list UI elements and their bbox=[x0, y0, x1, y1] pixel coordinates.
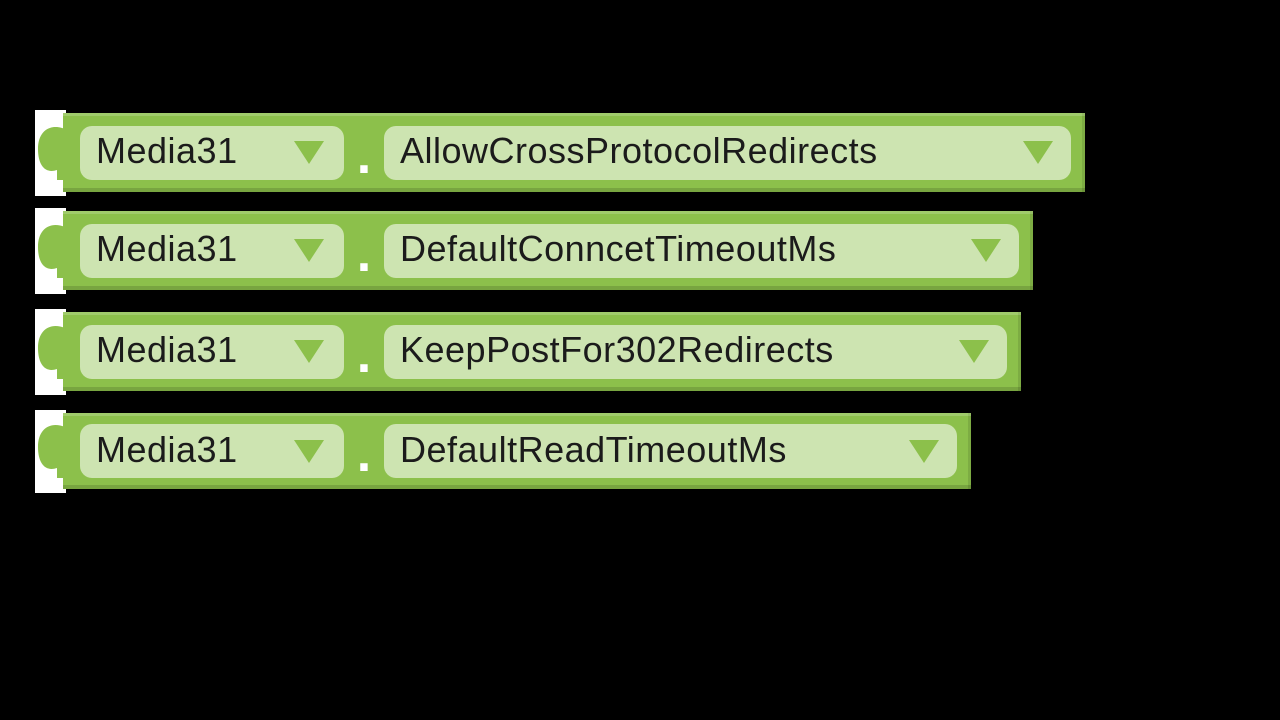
property-name: DefaultReadTimeoutMs bbox=[400, 428, 787, 470]
chevron-down-icon bbox=[294, 239, 324, 262]
component-name: Media31 bbox=[96, 329, 238, 370]
component-dropdown[interactable]: Media31 bbox=[80, 125, 344, 180]
property-getter-block[interactable]: Media31 . DefaultReadTimeoutMs bbox=[35, 410, 971, 493]
property-getter-block[interactable]: Media31 . KeepPostFor302Redirects bbox=[35, 309, 1021, 395]
dot-separator: . bbox=[356, 224, 372, 283]
separator-wrap: . bbox=[344, 312, 384, 391]
separator-wrap: . bbox=[344, 413, 384, 489]
chevron-down-icon bbox=[959, 340, 989, 363]
property-dropdown[interactable]: DefaultConncetTimeoutMs bbox=[384, 223, 1019, 278]
property-dropdown[interactable]: AllowCrossProtocolRedirects bbox=[384, 125, 1071, 180]
output-plug-icon bbox=[38, 326, 65, 379]
separator-wrap: . bbox=[344, 113, 384, 192]
dot-separator: . bbox=[356, 425, 372, 483]
property-name: DefaultConncetTimeoutMs bbox=[400, 228, 837, 269]
output-plug-icon bbox=[38, 127, 65, 180]
chevron-down-icon bbox=[294, 141, 324, 164]
component-name: Media31 bbox=[96, 130, 238, 171]
component-name: Media31 bbox=[96, 228, 238, 269]
property-getter-block[interactable]: Media31 . AllowCrossProtocolRedirects bbox=[35, 110, 1085, 196]
chevron-down-icon bbox=[971, 239, 1001, 262]
property-name: AllowCrossProtocolRedirects bbox=[400, 130, 878, 171]
component-dropdown[interactable]: Media31 bbox=[80, 424, 344, 478]
chevron-down-icon bbox=[1023, 141, 1053, 164]
output-plug-icon bbox=[38, 225, 65, 278]
chevron-down-icon bbox=[909, 439, 939, 463]
block-body: Media31 . DefaultConncetTimeoutMs bbox=[63, 211, 1033, 290]
property-dropdown[interactable]: DefaultReadTimeoutMs bbox=[384, 424, 957, 478]
block-body: Media31 . AllowCrossProtocolRedirects bbox=[63, 113, 1085, 192]
property-getter-block[interactable]: Media31 . DefaultConncetTimeoutMs bbox=[35, 208, 1033, 294]
block-body: Media31 . DefaultReadTimeoutMs bbox=[63, 413, 971, 489]
output-plug-icon bbox=[38, 425, 65, 478]
property-dropdown[interactable]: KeepPostFor302Redirects bbox=[384, 324, 1007, 379]
chevron-down-icon bbox=[294, 439, 324, 463]
block-body: Media31 . KeepPostFor302Redirects bbox=[63, 312, 1021, 391]
component-name: Media31 bbox=[96, 428, 238, 470]
component-dropdown[interactable]: Media31 bbox=[80, 324, 344, 379]
separator-wrap: . bbox=[344, 211, 384, 290]
dot-separator: . bbox=[356, 126, 372, 185]
chevron-down-icon bbox=[294, 340, 324, 363]
component-dropdown[interactable]: Media31 bbox=[80, 223, 344, 278]
dot-separator: . bbox=[356, 325, 372, 384]
property-name: KeepPostFor302Redirects bbox=[400, 329, 834, 370]
